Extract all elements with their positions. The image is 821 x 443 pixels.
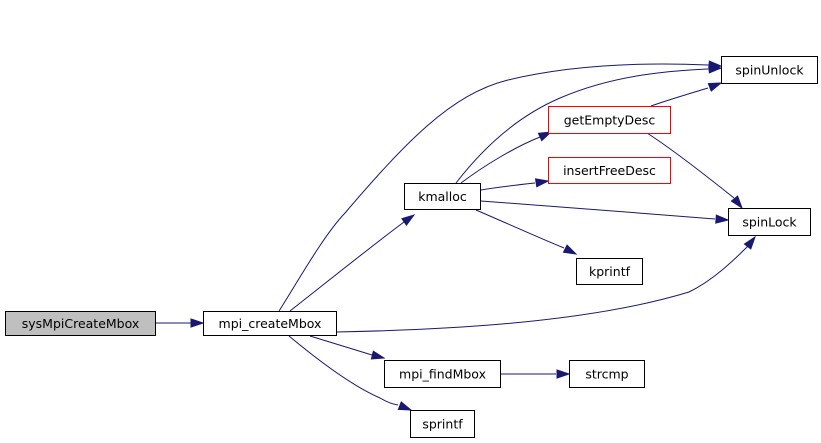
node-box-getEmptyDesc xyxy=(548,106,671,134)
node-label-mpi_createMbox: mpi_createMbox xyxy=(219,316,322,331)
arrowhead-icon xyxy=(743,235,756,250)
edge-line xyxy=(288,335,399,406)
edge-line xyxy=(336,245,749,333)
node-mpi_findMbox[interactable]: mpi_findMbox xyxy=(384,360,501,388)
node-getEmptyDesc[interactable]: getEmptyDesc xyxy=(548,106,671,134)
edge-line xyxy=(289,221,405,312)
node-sprintf[interactable]: sprintf xyxy=(410,410,475,438)
node-label-spinLock: spinLock xyxy=(742,215,797,230)
edge-line xyxy=(455,68,709,184)
arrowhead-icon xyxy=(401,214,416,227)
node-strcmp[interactable]: strcmp xyxy=(569,360,645,388)
arrowhead-icon xyxy=(556,369,571,379)
edge-kmalloc-to-insertFreeDesc xyxy=(480,178,550,191)
arrowhead-icon xyxy=(537,131,553,142)
arrowhead-icon xyxy=(715,214,730,224)
node-label-sysMpiCreateMbox: sysMpiCreateMbox xyxy=(22,316,140,331)
node-label-strcmp: strcmp xyxy=(585,367,628,382)
node-box-sprintf xyxy=(410,410,475,438)
node-kmalloc[interactable]: kmalloc xyxy=(404,183,481,210)
edge-line xyxy=(480,182,536,191)
node-box-kprintf xyxy=(576,258,643,285)
node-sysMpiCreateMbox[interactable]: sysMpiCreateMbox xyxy=(5,311,156,336)
node-box-kmalloc xyxy=(404,183,481,210)
edge-mpi_createMbox-to-spinUnlock xyxy=(278,60,723,312)
edge-kmalloc-to-spinUnlock xyxy=(455,64,723,184)
node-label-insertFreeDesc: insertFreeDesc xyxy=(563,163,656,178)
nodes-layer: sysMpiCreateMbox mpi_createMbox kmalloc … xyxy=(5,56,818,438)
edge-mpi_findMbox-to-strcmp xyxy=(501,369,571,379)
node-label-sprintf: sprintf xyxy=(422,417,463,432)
node-label-getEmptyDesc: getEmptyDesc xyxy=(564,113,656,128)
edges-layer xyxy=(156,60,756,411)
node-box-insertFreeDesc xyxy=(548,157,671,184)
arrowhead-icon xyxy=(707,82,723,92)
node-label-spinUnlock: spinUnlock xyxy=(735,63,804,78)
edge-getEmptyDesc-to-spinLock xyxy=(646,132,743,210)
node-spinLock[interactable]: spinLock xyxy=(728,208,811,236)
edge-mpi_createMbox-to-sprintf xyxy=(288,335,413,411)
edge-kmalloc-to-kprintf xyxy=(475,209,578,255)
node-insertFreeDesc[interactable]: insertFreeDesc xyxy=(548,157,671,184)
arrowhead-icon xyxy=(730,195,743,210)
edge-line xyxy=(650,87,709,107)
edge-sysMpiCreateMbox-to-mpi_createMbox xyxy=(156,318,205,328)
node-label-kprintf: kprintf xyxy=(589,264,631,279)
node-box-mpi_createMbox xyxy=(203,311,337,336)
node-box-mpi_findMbox xyxy=(384,360,501,388)
arrowhead-icon xyxy=(534,178,550,188)
arrowhead-icon xyxy=(708,64,723,74)
edge-line xyxy=(475,209,565,249)
node-box-sysMpiCreateMbox xyxy=(5,311,156,336)
node-box-spinUnlock xyxy=(721,56,818,84)
edge-line xyxy=(646,132,735,199)
edge-line xyxy=(480,200,716,220)
edge-kmalloc-to-spinLock xyxy=(480,200,730,224)
node-mpi_createMbox[interactable]: mpi_createMbox xyxy=(203,311,337,336)
edge-mpi_createMbox-to-spinLock xyxy=(336,235,756,333)
node-kprintf[interactable]: kprintf xyxy=(576,258,643,285)
arrowhead-icon xyxy=(370,350,386,360)
node-label-kmalloc: kmalloc xyxy=(418,189,467,204)
arrowhead-icon xyxy=(397,401,413,411)
edge-kmalloc-to-getEmptyDesc xyxy=(460,131,553,184)
arrowhead-icon xyxy=(562,244,578,255)
node-spinUnlock[interactable]: spinUnlock xyxy=(721,56,818,84)
node-box-spinLock xyxy=(728,208,811,236)
node-box-strcmp xyxy=(569,360,645,388)
edge-line xyxy=(460,136,541,184)
edge-line xyxy=(309,335,373,356)
edge-mpi_createMbox-to-mpi_findMbox xyxy=(309,335,386,360)
edge-mpi_createMbox-to-kmalloc xyxy=(289,214,416,312)
edge-line xyxy=(278,63,709,312)
arrowhead-icon xyxy=(190,318,205,328)
node-label-mpi_findMbox: mpi_findMbox xyxy=(399,367,486,382)
edge-getEmptyDesc-to-spinUnlock xyxy=(650,82,723,107)
